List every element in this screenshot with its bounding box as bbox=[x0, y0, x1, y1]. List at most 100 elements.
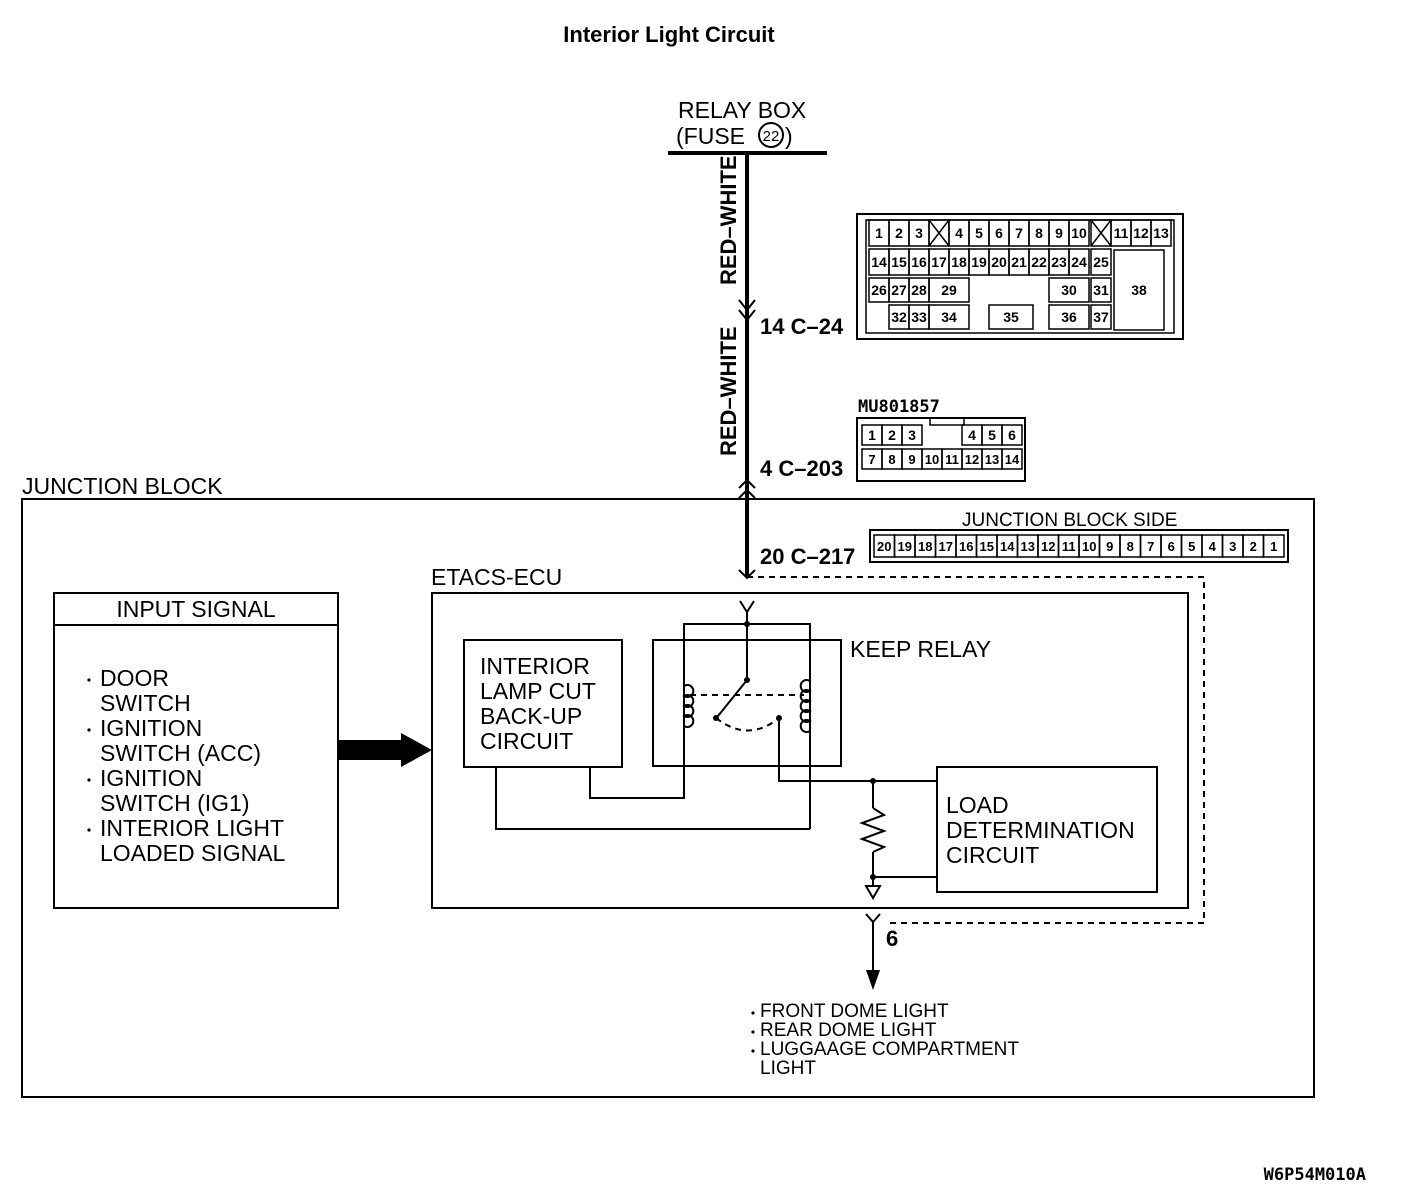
load-det-line2: DETERMINATION bbox=[946, 817, 1135, 843]
input-signal-list: DOOR SWITCH IGNITION SWITCH (ACC) IGNITI… bbox=[87, 665, 286, 866]
connector-pin-number: 10 bbox=[925, 452, 939, 467]
etacs-ecu-label: ETACS-ECU bbox=[431, 564, 562, 590]
connector-pin-number: 7 bbox=[1015, 225, 1023, 241]
connector-pin-number: 33 bbox=[911, 309, 927, 325]
connector-pin-number: 14 bbox=[871, 254, 887, 270]
connector-pin-number: 25 bbox=[1093, 254, 1109, 270]
connector-pin-number: 20 bbox=[877, 539, 891, 554]
connector-pin-number: 16 bbox=[959, 539, 973, 554]
junction-block-side-label: JUNCTION BLOCK SIDE bbox=[962, 510, 1177, 531]
connector-pin-number: 14 bbox=[1000, 539, 1015, 554]
input-item-4-line1: INTERIOR LIGHT bbox=[100, 815, 284, 841]
connector-pin-number: 11 bbox=[1114, 225, 1129, 241]
connector-pin-number: 10 bbox=[1082, 539, 1096, 554]
wire-relay-load bbox=[778, 718, 937, 782]
connector-label-c203: 4 C–203 bbox=[760, 456, 843, 481]
connector-pin-number: 4 bbox=[968, 427, 976, 443]
connector-pin-number: 20 bbox=[991, 254, 1007, 270]
connector-pin-number: 12 bbox=[1041, 539, 1055, 554]
connector-pin-number: 13 bbox=[1021, 539, 1035, 554]
connector-pin-number: 1 bbox=[1270, 539, 1277, 554]
connector-pin-number: 10 bbox=[1071, 225, 1087, 241]
connector-pin-number: 18 bbox=[951, 254, 967, 270]
connector-pin-number: 26 bbox=[871, 282, 887, 298]
relay-box-label: RELAY BOX bbox=[678, 97, 806, 123]
etacs-ecu-box bbox=[431, 592, 1189, 909]
input-item-2-line2: SWITCH (ACC) bbox=[100, 740, 261, 766]
dashed-boundary bbox=[747, 576, 1205, 924]
connector-pin-number: 9 bbox=[908, 452, 915, 467]
wire-color-lower: RED–WHITE bbox=[716, 326, 741, 456]
connector-pin-number: 3 bbox=[915, 225, 923, 241]
input-item-3-line1: IGNITION bbox=[100, 765, 202, 791]
input-arrow bbox=[339, 733, 432, 767]
blank-pin-cross bbox=[1090, 219, 1112, 247]
connector-pin-number: 5 bbox=[1188, 539, 1195, 554]
load-determination-box bbox=[936, 766, 1158, 893]
connector-pin-number: 1 bbox=[868, 427, 876, 443]
output-item-4: LIGHT bbox=[760, 1058, 816, 1079]
input-signal-box bbox=[53, 592, 339, 909]
connector-pin-cell bbox=[1068, 248, 1090, 276]
connector-pin-number: 8 bbox=[1035, 225, 1043, 241]
connector-pin-cell bbox=[1001, 424, 1023, 446]
ground-symbol bbox=[864, 885, 882, 900]
connector-label-c24: 14 C–24 bbox=[760, 314, 844, 339]
connector-pin-cell bbox=[1090, 304, 1112, 330]
resistor bbox=[859, 778, 937, 886]
output-list: FRONT DOME LIGHT REAR DOME LIGHT LUGGAAG… bbox=[751, 1001, 1019, 1079]
connector-pin-number: 3 bbox=[908, 427, 916, 443]
connector-pin-cell bbox=[1068, 219, 1090, 247]
connector-pin-number: 21 bbox=[1011, 254, 1027, 270]
junction-block-label: JUNCTION BLOCK bbox=[22, 473, 223, 499]
connector-pin-number: 34 bbox=[941, 309, 957, 325]
input-signal-title: INPUT SIGNAL bbox=[116, 596, 276, 622]
blank-pin-cross bbox=[928, 219, 950, 247]
connector-pin-number: 32 bbox=[891, 309, 907, 325]
connector-pin-number: 36 bbox=[1061, 309, 1077, 325]
interior-lamp-cut-box bbox=[463, 639, 623, 768]
fuse-number: 22 bbox=[763, 128, 780, 145]
connector-pin-number: 2 bbox=[895, 225, 903, 241]
connector-pin-number: 7 bbox=[868, 452, 875, 467]
connector-pin-cell bbox=[1048, 277, 1090, 303]
connector-pin-number: 19 bbox=[971, 254, 987, 270]
keep-relay-label: KEEP RELAY bbox=[850, 636, 991, 662]
connector-pin-number: 6 bbox=[1168, 539, 1175, 554]
wire-lampcut-relay bbox=[589, 766, 685, 799]
connector-pin-number: 13 bbox=[985, 452, 999, 467]
connector-pin-number: 22 bbox=[1031, 254, 1047, 270]
connector-pin-number: 6 bbox=[995, 225, 1003, 241]
connector-pin-cell bbox=[1090, 248, 1112, 276]
junction-block-frame bbox=[21, 498, 1315, 1098]
connector-pin-number: 16 bbox=[911, 254, 927, 270]
connector-pin-number: 12 bbox=[965, 452, 979, 467]
connector-pin-number: 14 bbox=[1005, 452, 1020, 467]
input-item-2-line1: IGNITION bbox=[100, 715, 202, 741]
connector-pin-cell bbox=[928, 304, 970, 330]
connector-pin-number: 5 bbox=[975, 225, 983, 241]
connector-pin-cell bbox=[988, 304, 1034, 330]
load-det-line3: CIRCUIT bbox=[946, 842, 1039, 868]
connector-pin-number: 1 bbox=[875, 225, 883, 241]
connector-pin-cell bbox=[928, 277, 970, 303]
connector-pin-number: 37 bbox=[1093, 309, 1109, 325]
fuse-label-suffix: ) bbox=[785, 123, 793, 149]
connector-pin-number: 30 bbox=[1061, 282, 1077, 298]
connector-symbol-c24 bbox=[738, 299, 756, 322]
connector-pin-cell bbox=[901, 424, 923, 446]
connector-pin-cell bbox=[1113, 249, 1165, 331]
connector-symbol-pin6 bbox=[865, 913, 881, 924]
connector-pin-number: 29 bbox=[941, 282, 957, 298]
connector-pin-number: 5 bbox=[988, 427, 996, 443]
connector-pin-number: 6 bbox=[1008, 427, 1016, 443]
figure-code: W6P54M010A bbox=[1264, 1165, 1366, 1185]
connector-pin-cell bbox=[1048, 304, 1090, 330]
interior-lamp-line2: LAMP CUT bbox=[480, 678, 596, 704]
connector-pin-number: 31 bbox=[1093, 282, 1109, 298]
input-item-4-line2: LOADED SIGNAL bbox=[100, 840, 286, 866]
interior-lamp-line4: CIRCUIT bbox=[480, 728, 573, 754]
